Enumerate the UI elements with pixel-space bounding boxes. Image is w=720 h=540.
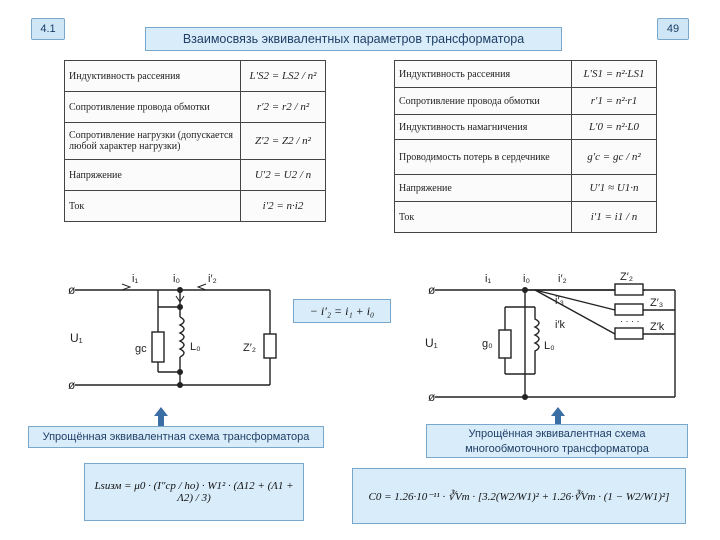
- table-cell-formula: i′2 = n·i2: [240, 190, 326, 222]
- page-title: Взаимосвязь эквивалентных параметров тра…: [145, 27, 562, 51]
- slide-number-right: 49: [657, 18, 689, 40]
- arrow-up-icon: [154, 407, 168, 427]
- label-dots: · · · ·: [620, 316, 640, 326]
- label-u1: U₁: [425, 336, 438, 350]
- table-cell-formula: L′S2 = LS2 / n²: [240, 60, 326, 92]
- circuit-right-diagram: ø ø i₁ i₀ i′₂ i′₃ i′k Z′₂ Z′₃ Z′k · · · …: [425, 271, 676, 404]
- table-cell-param: Сопротивление провода обмотки: [64, 91, 241, 123]
- label-i3: i′₃: [555, 295, 564, 307]
- table-row: Индуктивность рассеяния L′S1 = n²·LS1: [394, 60, 657, 88]
- label-z2: Z′₂: [243, 342, 256, 354]
- formula-inductance: Lsизм = μ0 · (I″ср / hо) · W1² · (Δ12 + …: [84, 463, 304, 521]
- table-cell-param: Напряжение: [64, 159, 241, 191]
- caption-left: Упрощённая эквивалентная схема трансформ…: [28, 426, 324, 448]
- label-zk: Z′k: [650, 321, 665, 333]
- table-cell-param: Индуктивность рассеяния: [394, 60, 572, 88]
- table-row: Индуктивность намагничения L′0 = n²·L0: [394, 114, 657, 140]
- table-left-params: Индуктивность рассеяния L′S2 = LS2 / n² …: [64, 60, 326, 222]
- formula-capacitance: C0 = 1.26·10⁻¹¹ · ∛Vm · [3.2(W2/W1)² + 1…: [352, 468, 686, 524]
- table-cell-formula: U′2 = U2 / n: [240, 159, 326, 191]
- circuit-left-diagram: ø ø i₁ i₀ i′₂ U₁ gc L₀ Z′₂: [68, 273, 277, 392]
- table-cell-formula: r′2 = r2 / n²: [240, 91, 326, 123]
- table-cell-param: Ток: [64, 190, 241, 222]
- table-cell-formula: L′0 = n²·L0: [571, 114, 657, 140]
- label-i2: i′₂: [208, 273, 217, 285]
- table-row: Напряжение U′1 ≈ U1·n: [394, 174, 657, 202]
- table-row: Напряжение U′2 = U2 / n: [64, 159, 326, 191]
- table-cell-param: Индуктивность намагничения: [394, 114, 572, 140]
- table-row: Индуктивность рассеяния L′S2 = LS2 / n²: [64, 60, 326, 92]
- table-cell-param: Сопротивление нагрузки (допускается любо…: [64, 122, 241, 160]
- svg-text:ø: ø: [428, 390, 436, 404]
- label-i0: i₀: [173, 273, 180, 285]
- table-cell-formula: U′1 ≈ U1·n: [571, 174, 657, 202]
- table-row: Проводимость потерь в сердечнике g′c = g…: [394, 139, 657, 175]
- label-i1: i₁: [485, 273, 491, 285]
- table-row: Ток i′2 = n·i2: [64, 190, 326, 222]
- caption-right: Упрощённая эквивалентная схема многообмо…: [426, 424, 688, 458]
- arrow-up-icon: [551, 407, 565, 427]
- label-gc: gc: [135, 343, 147, 355]
- table-cell-formula: i′1 = i1 / n: [571, 201, 657, 233]
- table-cell-param: Ток: [394, 201, 572, 233]
- label-i1: i₁: [132, 273, 138, 285]
- label-i2: i′₂: [558, 273, 567, 285]
- label-ik: i′k: [555, 319, 566, 331]
- table-cell-param: Напряжение: [394, 174, 572, 202]
- table-cell-param: Сопротивление провода обмотки: [394, 87, 572, 115]
- svg-text:ø: ø: [428, 283, 436, 297]
- label-i0: i₀: [523, 273, 530, 285]
- node-equation: − i′₂ = i₁ + i₀: [293, 299, 391, 323]
- table-row: Ток i′1 = i1 / n: [394, 201, 657, 233]
- terminal-bottom-left: ø: [68, 378, 76, 392]
- label-g0: g₀: [482, 338, 493, 350]
- label-u1: U₁: [70, 331, 83, 345]
- label-z2: Z′₂: [620, 271, 633, 283]
- label-l0: L₀: [190, 341, 201, 353]
- table-cell-formula: L′S1 = n²·LS1: [571, 60, 657, 88]
- table-row: Сопротивление провода обмотки r′1 = n²·r…: [394, 87, 657, 115]
- table-cell-formula: Z′2 = Z2 / n²: [240, 122, 326, 160]
- table-right-params: Индуктивность рассеяния L′S1 = n²·LS1 Со…: [394, 60, 657, 233]
- label-l0: L₀: [544, 340, 555, 352]
- table-cell-param: Проводимость потерь в сердечнике: [394, 139, 572, 175]
- table-cell-param: Индуктивность рассеяния: [64, 60, 241, 92]
- table-cell-formula: r′1 = n²·r1: [571, 87, 657, 115]
- table-cell-formula: g′c = gc / n²: [571, 139, 657, 175]
- label-z3: Z′₃: [650, 297, 663, 309]
- slide-number-left: 4.1: [31, 18, 65, 40]
- terminal-top-left: ø: [68, 283, 76, 297]
- table-row: Сопротивление провода обмотки r′2 = r2 /…: [64, 91, 326, 123]
- table-row: Сопротивление нагрузки (допускается любо…: [64, 122, 326, 160]
